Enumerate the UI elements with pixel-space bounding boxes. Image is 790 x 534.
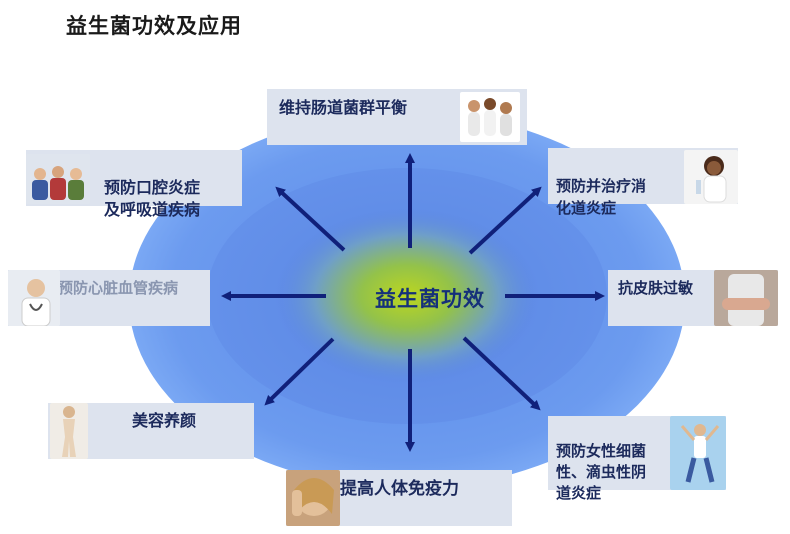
arrow-lower-right bbox=[462, 336, 541, 411]
photo-woman-drinking bbox=[684, 150, 738, 204]
arrow-lower-left bbox=[264, 337, 335, 406]
arrow-upper-left bbox=[275, 186, 346, 252]
node-bottom-label: 提高人体免疫力 bbox=[340, 479, 459, 499]
photo-group-women bbox=[460, 92, 520, 142]
photo-doctor bbox=[8, 270, 60, 326]
arrow-upper-right bbox=[468, 186, 542, 255]
photo-children bbox=[26, 154, 90, 204]
center-label: 益生菌功效 bbox=[375, 286, 485, 311]
node-lower-right-label: 预防女性细菌 性、滴虫性阴 道炎症 bbox=[556, 442, 647, 502]
node-left-label: 预防心脏血管疾病 bbox=[58, 279, 179, 297]
node-lower-left-label: 美容养颜 bbox=[132, 411, 197, 430]
node-top-label: 维持肠道菌群平衡 bbox=[279, 98, 408, 117]
photo-woman-headache bbox=[286, 470, 340, 526]
photo-woman-figure bbox=[50, 403, 88, 459]
page-title: 益生菌功效及应用 bbox=[66, 13, 242, 38]
photo-arms-crossed bbox=[714, 270, 778, 326]
photo-jumping-woman bbox=[670, 416, 726, 490]
node-upper-left-label: 预防口腔炎症 及呼吸道疾病 bbox=[104, 178, 201, 219]
node-upper-right-label: 预防并治疗消 化道炎症 bbox=[556, 177, 647, 217]
node-right-label: 抗皮肤过敏 bbox=[618, 279, 694, 297]
